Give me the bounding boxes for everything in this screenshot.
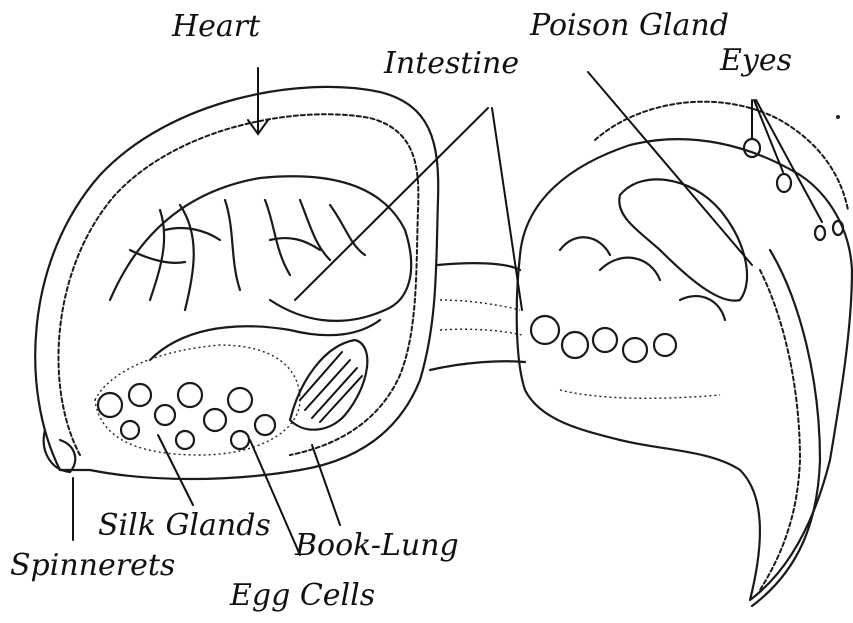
label-heart: Heart — [171, 9, 261, 44]
carapace-dorsal — [595, 102, 848, 210]
abdomen — [35, 87, 438, 479]
label-book-lung: Book-Lung — [294, 528, 459, 563]
eye-1 — [744, 139, 760, 157]
label-eyes: Eyes — [719, 43, 792, 78]
eye-3 — [815, 226, 825, 240]
leader-book-lung — [312, 445, 340, 525]
intestine-branches — [130, 200, 365, 310]
cephalothorax-internals — [531, 237, 725, 398]
heart-vessel — [110, 176, 411, 321]
cephalothorax — [517, 102, 852, 606]
leader-intestine-1 — [295, 108, 488, 300]
label-intestine: Intestine — [383, 46, 519, 81]
cephalothorax-outline — [517, 139, 852, 600]
egg-cell-cluster — [95, 345, 300, 455]
leader-intestine-2 — [492, 108, 522, 310]
label-poison-gland: Poison Gland — [529, 8, 729, 43]
poison-gland — [619, 179, 747, 300]
abdomen-outer-outline — [35, 87, 438, 479]
eyes — [744, 139, 843, 240]
label-silk-glands: Silk Glands — [98, 508, 271, 543]
book-lung — [290, 340, 367, 430]
fang — [752, 250, 820, 606]
label-spinnerets: Spinnerets — [10, 548, 175, 583]
leader-poison-gland — [588, 72, 752, 265]
heart-lower-edge — [150, 320, 380, 360]
label-egg-cells: Egg Cells — [229, 578, 375, 613]
spinnerets — [44, 430, 75, 472]
leader-silk-glands — [158, 435, 193, 505]
speck — [836, 115, 840, 119]
eye-4 — [833, 221, 843, 235]
leader-eyes-3 — [756, 100, 822, 222]
eye-2 — [777, 174, 791, 192]
leader-eyes-2 — [754, 100, 783, 172]
pedicel — [430, 263, 525, 370]
